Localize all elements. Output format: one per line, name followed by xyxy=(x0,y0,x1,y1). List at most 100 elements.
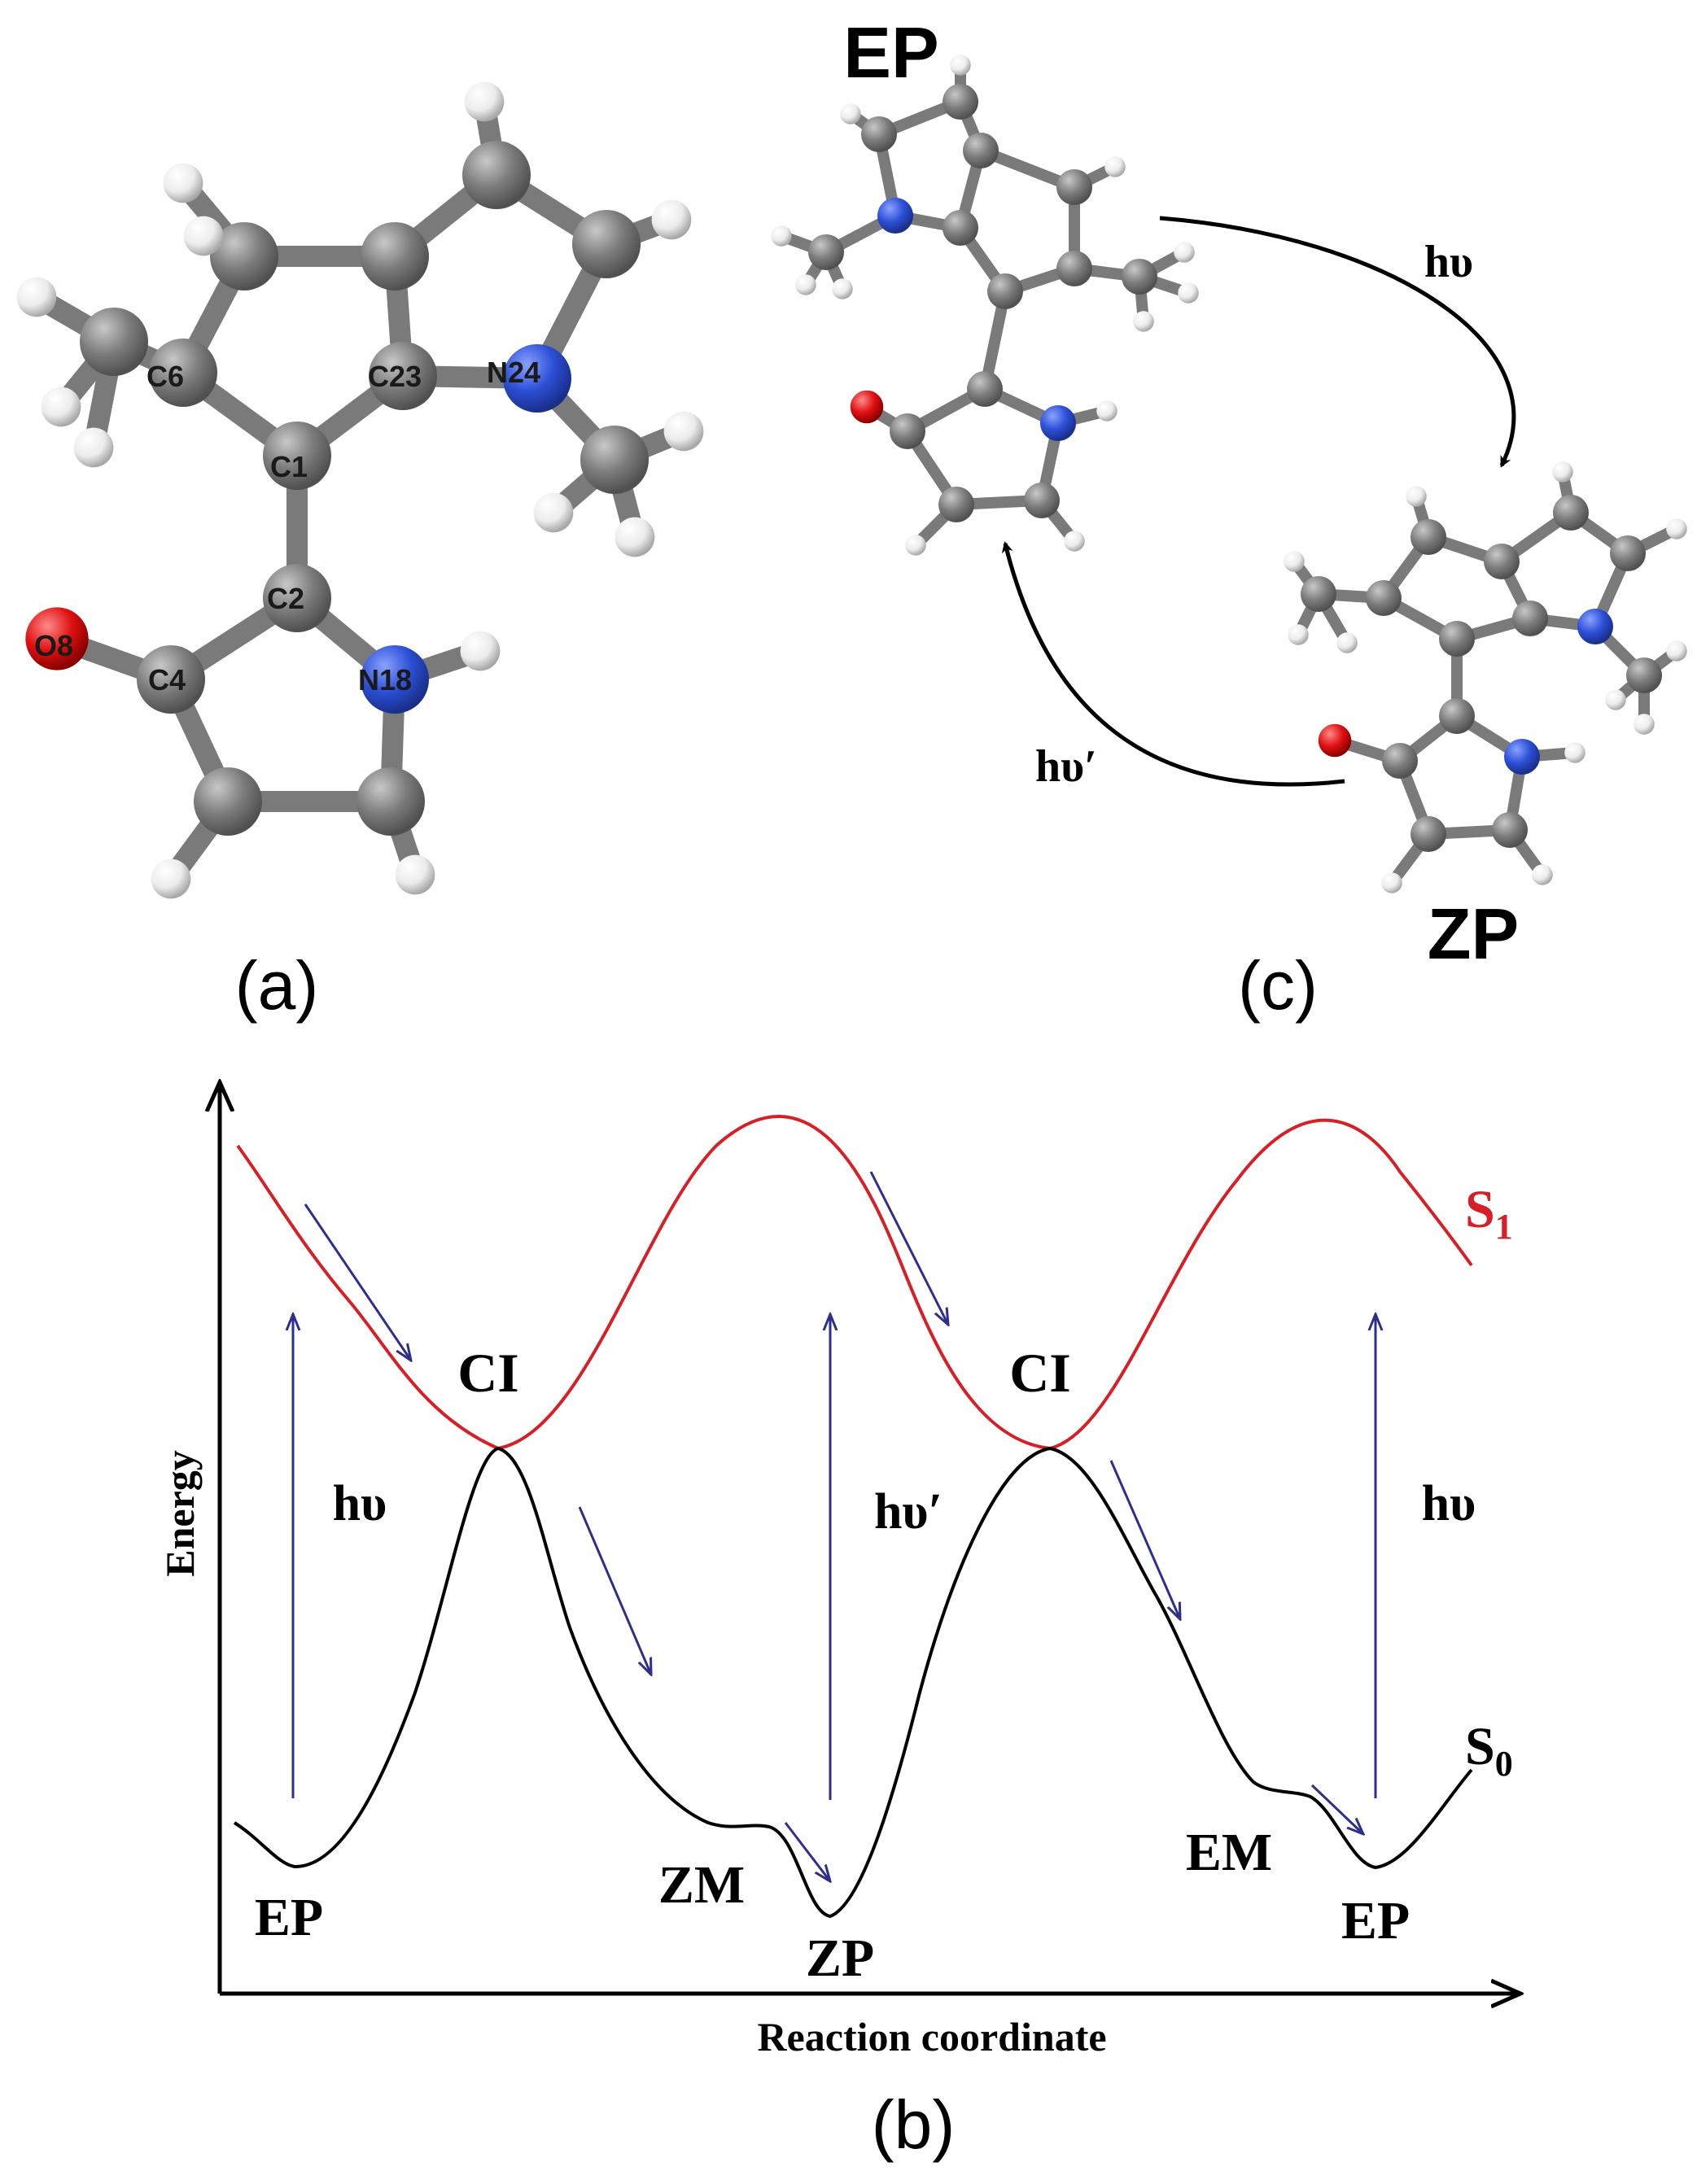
molecule-a-carbon-atom xyxy=(572,210,641,278)
molecule-ep-hydrogen-atom xyxy=(771,225,792,247)
molecule-zp-hydrogen-atom xyxy=(1381,872,1402,893)
molecule-zp-hydrogen-atom xyxy=(1564,742,1585,763)
molecule-a-atoms xyxy=(16,81,704,899)
molecule-a-nitrogen-atom xyxy=(361,645,429,714)
min-label-ep-right: EP xyxy=(1341,1891,1410,1950)
panel-c-scheme: EP ZP hυ hυ′ (c) xyxy=(771,12,1687,1024)
s1-subscript: 1 xyxy=(1495,1207,1513,1247)
molecule-a-carbon-atom xyxy=(356,767,425,836)
relax-arrow-s1-mid xyxy=(869,1171,948,1325)
ci-label-right: CI xyxy=(1009,1342,1071,1404)
molecule-ep-hydrogen-atom xyxy=(1174,242,1195,263)
molecule-ep-carbon-atom xyxy=(890,413,925,449)
molecule-a-carbon-atom xyxy=(194,767,262,836)
min-label-ep-left: EP xyxy=(255,1888,323,1947)
molecule-ep-hydrogen-atom xyxy=(1104,156,1126,177)
molecule-a-nitrogen-atom xyxy=(503,344,571,413)
molecule-zp-hydrogen-atom xyxy=(1284,551,1305,572)
molecule-zp-carbon-atom xyxy=(1382,743,1418,779)
molecule-ep-oxygen-atom xyxy=(850,390,884,424)
molecule-a-carbon-atom xyxy=(210,222,278,290)
molecule-a-hydrogen-atom xyxy=(464,81,505,122)
molecule-zp-carbon-atom xyxy=(1301,576,1336,612)
panel-a-molecule: C6 C23 N24 C1 C2 O8 C4 N18 (a) xyxy=(16,81,704,1024)
atom-label-c1: C1 xyxy=(270,450,308,483)
molecule-ep-carbon-atom xyxy=(808,234,844,270)
molecule-a-carbon-atom xyxy=(462,141,531,209)
hv-label-left: hυ xyxy=(333,1476,387,1531)
molecule-ep-carbon-atom xyxy=(963,133,999,168)
s0-letter: S xyxy=(1465,1717,1495,1776)
molecule-ep-carbon-atom xyxy=(1122,259,1157,295)
atom-label-c23: C23 xyxy=(368,360,422,393)
molecule-a-hydrogen-atom xyxy=(41,387,81,427)
molecule-ep-carbon-atom xyxy=(987,273,1023,309)
molecule-a-hydrogen-atom xyxy=(16,277,57,317)
molecule-zp-carbon-atom xyxy=(1484,544,1520,579)
molecule-ep-carbon-atom xyxy=(943,210,978,246)
molecule-ep-hydrogen-atom xyxy=(950,55,971,76)
min-label-em: EM xyxy=(1186,1823,1272,1882)
molecule-zp-hydrogen-atom xyxy=(1532,864,1553,885)
molecule-zp-carbon-atom xyxy=(1411,816,1446,852)
relax-arrow-s0-em xyxy=(1310,1784,1363,1834)
molecule-ep-hydrogen-atom xyxy=(1096,400,1117,422)
x-axis-label: Reaction coordinate xyxy=(757,2014,1106,2060)
s1-curve xyxy=(236,1115,1473,1451)
molecule-a-hydrogen-atom xyxy=(395,854,435,895)
molecule-zp-bonds xyxy=(1288,466,1682,889)
molecule-zp-carbon-atom xyxy=(1610,535,1646,571)
molecule-ep-hydrogen-atom xyxy=(1133,311,1154,332)
molecule-a-carbon-atom xyxy=(149,339,217,407)
relax-arrow-s1-left xyxy=(304,1203,411,1361)
molecule-zp-carbon-atom xyxy=(1411,519,1446,555)
molecule-ep-nitrogen-atom xyxy=(877,198,913,234)
molecule-a-hydrogen-atom xyxy=(663,411,704,452)
ci-label-left: CI xyxy=(457,1342,519,1404)
molecule-a-atom-labels: C6 C23 N24 C1 C2 O8 C4 N18 xyxy=(34,356,540,697)
molecule-ep-carbon-atom xyxy=(1024,483,1060,518)
s0-label: S0 xyxy=(1465,1717,1513,1784)
molecule-ep-atoms xyxy=(771,55,1199,556)
molecule-zp-carbon-atom xyxy=(1553,495,1589,531)
molecule-zp-hydrogen-atom xyxy=(1634,714,1655,735)
panel-a-caption: (a) xyxy=(235,947,319,1024)
relax-arrow-s0-ci-right xyxy=(1109,1460,1180,1619)
hv-label-right: hυ xyxy=(1422,1476,1476,1531)
molecule-a-carbon-atom xyxy=(361,222,429,290)
atom-label-n18: N18 xyxy=(358,663,412,697)
min-label-zp: ZP xyxy=(806,1928,874,1988)
molecule-zp-carbon-atom xyxy=(1626,657,1662,693)
y-axis-label: Energy xyxy=(157,1450,203,1577)
atom-label-c4: C4 xyxy=(148,663,186,697)
molecule-a-hydrogen-atom xyxy=(615,517,655,557)
s0-curve xyxy=(233,1446,1473,1919)
molecule-ep-carbon-atom xyxy=(861,116,897,152)
molecule-ep-hydrogen-atom xyxy=(795,274,816,295)
molecule-a-hydrogen-atom xyxy=(183,216,224,256)
molecule-a-hydrogen-atom xyxy=(651,199,692,240)
s1-label: S1 xyxy=(1465,1180,1513,1247)
molecule-zp-hydrogen-atom xyxy=(1406,486,1427,507)
molecule-zp-nitrogen-atom xyxy=(1577,609,1613,644)
min-label-zm: ZM xyxy=(658,1855,745,1915)
molecule-zp-nitrogen-atom xyxy=(1504,739,1540,775)
atom-label-c6: C6 xyxy=(147,360,184,393)
reverse-photo-arrow xyxy=(1001,541,1345,787)
panel-b-energy-diagram: CI CI hυ hυ′ hυ EP ZM ZP EM EP S1 S0 Ene… xyxy=(157,1082,1520,2163)
molecule-ep-hydrogen-atom xyxy=(1064,531,1085,552)
molecule-ep-carbon-atom xyxy=(1056,251,1092,286)
molecule-ep-carbon-atom xyxy=(943,84,978,120)
molecule-zp-hydrogen-atom xyxy=(1288,624,1309,645)
molecule-zp-hydrogen-atom xyxy=(1666,640,1687,662)
panel-b-caption: (b) xyxy=(872,2086,956,2163)
atom-label-n24: N24 xyxy=(487,356,540,389)
molecule-a-carbon-atom xyxy=(580,426,649,494)
molecule-ep-nitrogen-atom xyxy=(1040,405,1076,441)
molecule-zp-carbon-atom xyxy=(1366,580,1402,616)
molecule-zp-carbon-atom xyxy=(1512,601,1548,636)
molecule-ep-carbon-atom xyxy=(967,371,1003,407)
molecule-zp-hydrogen-atom xyxy=(1552,461,1573,483)
hv-label-mid: hυ′ xyxy=(874,1484,943,1540)
